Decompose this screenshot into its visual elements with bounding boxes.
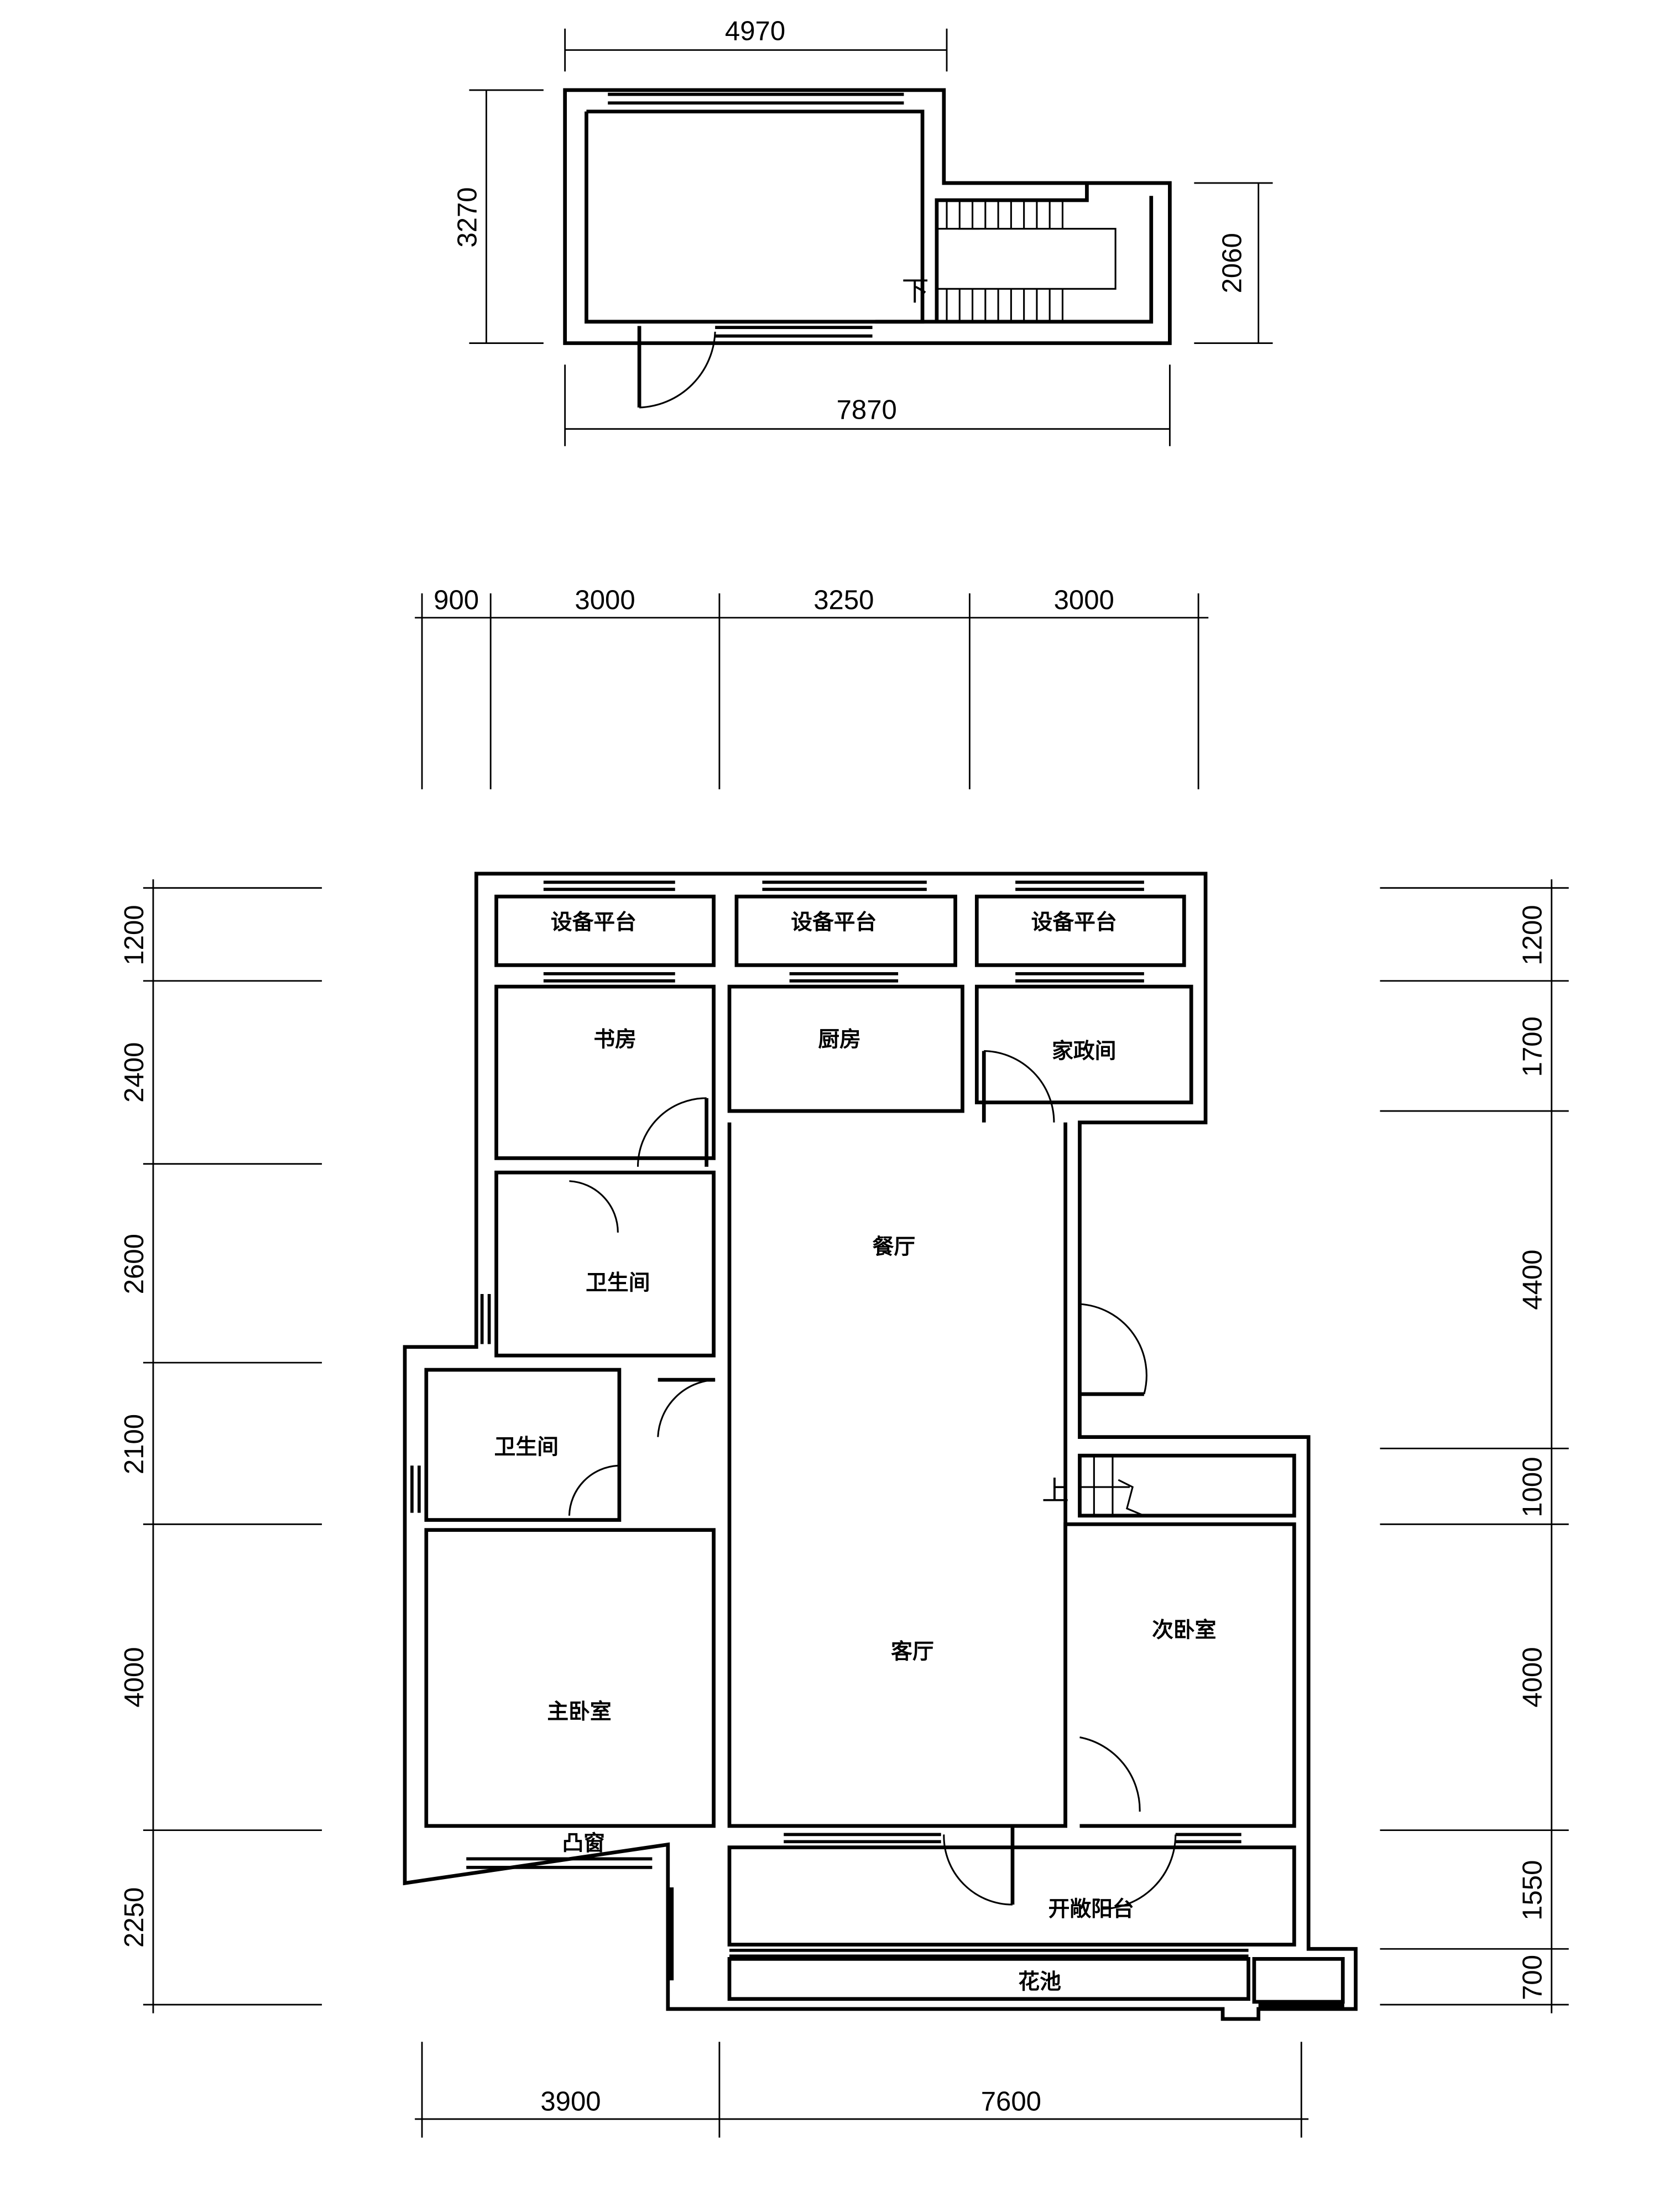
upper-plan: 下 4970 3270 2060 7870 [452, 16, 1273, 446]
dimension-right: 2060 [1194, 182, 1273, 344]
dimension-bottom: 7870 [564, 364, 1171, 446]
staircase [946, 200, 1064, 322]
dimension-label: 3270 [452, 187, 482, 247]
room-label-bay-window: 凸窗 [562, 1831, 605, 1856]
room-label-balcony: 开敞阳台 [1048, 1897, 1134, 1922]
room-label-equipment-platform: 设备平台 [551, 910, 637, 935]
room-label-planter: 花池 [1018, 1970, 1061, 1995]
dimension-label: 900 [434, 585, 479, 615]
dimension-bottom: 3900 7600 [415, 2042, 1309, 2138]
dimension-label: 3000 [1054, 585, 1114, 615]
room-label-bathroom: 卫生间 [494, 1435, 559, 1460]
room-label-master-bedroom: 主卧室 [547, 1699, 611, 1724]
dimension-label: 4400 [1518, 1250, 1548, 1310]
dimension-label: 4970 [725, 16, 785, 46]
dimension-label: 1000 [1518, 1457, 1548, 1517]
room-label-equipment-platform: 设备平台 [791, 910, 877, 935]
entry-stairs [1079, 1455, 1145, 1517]
dimension-label: 3000 [575, 585, 635, 615]
doors [568, 1050, 1177, 1910]
room-walls [424, 894, 1345, 2004]
window [608, 92, 904, 338]
dimension-left: 3270 [452, 89, 544, 344]
dimension-label: 2400 [119, 1042, 149, 1103]
dimension-label: 2250 [119, 1887, 149, 1948]
dimension-label: 2060 [1218, 233, 1248, 293]
stair-wall-right [875, 196, 1154, 324]
stair-handrail [936, 228, 1117, 290]
dimension-label: 1200 [1518, 905, 1548, 965]
dimension-label: 2600 [119, 1234, 149, 1294]
dimension-label: 700 [1518, 1955, 1548, 2000]
outer-wall [403, 872, 1358, 2021]
dimension-left: 1200 2400 2600 2100 4000 2250 [119, 879, 322, 2013]
dimension-label: 1200 [119, 905, 149, 965]
room-label-kitchen: 厨房 [818, 1027, 861, 1052]
stair-down-label: 下 [902, 276, 929, 306]
room-label-living: 客厅 [891, 1639, 934, 1664]
dimension-label: 4000 [1518, 1647, 1548, 1707]
dimension-label: 4000 [119, 1647, 149, 1707]
dimension-label: 1550 [1518, 1860, 1548, 1921]
room-label-study: 书房 [593, 1027, 637, 1052]
room-label-utility: 家政间 [1052, 1039, 1116, 1063]
dimension-label: 2100 [119, 1414, 149, 1474]
dimension-top: 4970 [564, 16, 948, 72]
dimension-label: 7870 [837, 395, 897, 425]
room-label-bathroom: 卫生间 [586, 1270, 650, 1295]
main-plan: 设备平台 设备平台 设备平台 书房 厨房 家政间 餐厅 卫生间 卫生间 客厅 次… [119, 585, 1569, 2138]
upper-outer-wall [563, 88, 1172, 345]
upper-room-wall [585, 109, 925, 324]
stair-up-label: 上 [1042, 1476, 1069, 1506]
dimension-label: 3250 [813, 585, 874, 615]
door [637, 326, 716, 409]
dimension-label: 7600 [981, 2086, 1041, 2116]
room-label-dining: 餐厅 [873, 1235, 916, 1260]
dimension-right: 1200 1700 4400 1000 4000 1550 700 [1380, 879, 1569, 2013]
dimension-label: 1700 [1518, 1016, 1548, 1077]
room-label-equipment-platform: 设备平台 [1031, 910, 1117, 935]
windows [410, 880, 1344, 2008]
dimension-top: 900 3000 3250 3000 [415, 585, 1209, 790]
dimension-label: 3900 [540, 2086, 601, 2116]
room-label-second-bedroom: 次卧室 [1152, 1618, 1216, 1643]
